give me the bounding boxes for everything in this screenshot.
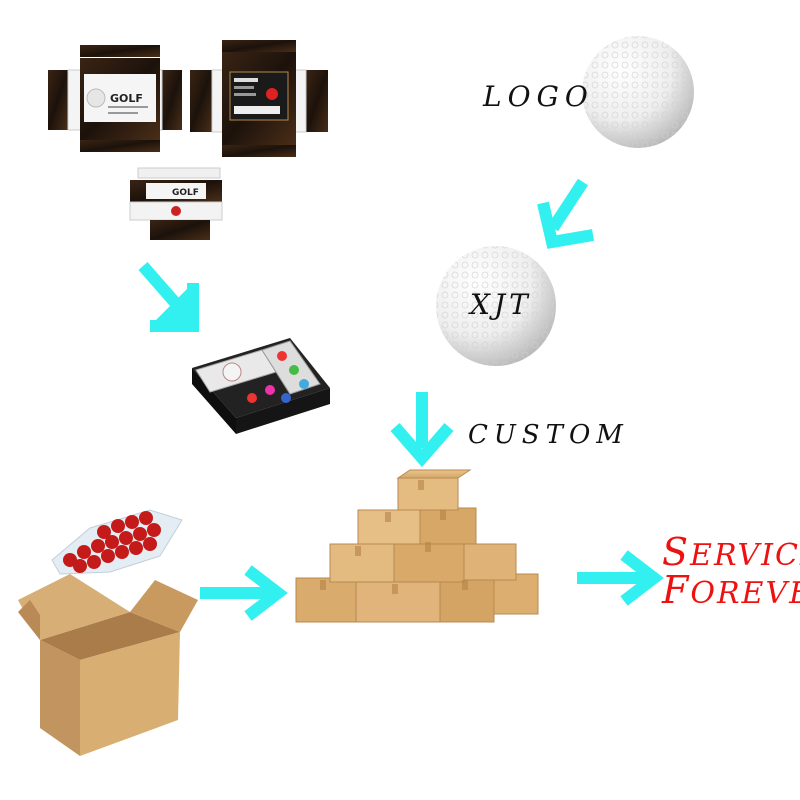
forever-label: FOREVER [662,568,800,612]
packaging-box-icon [192,338,330,434]
arrow-icon [537,178,595,249]
cardboard-box-icon [18,574,198,756]
ball-bag-icon [51,509,183,575]
arrow-icon [200,565,288,621]
arrow-icon [577,550,664,606]
box-template-icon: GOLF GOLF [48,40,328,240]
service-label: SERVICE [662,530,800,574]
ball-imprint-label: XJT [470,288,532,321]
custom-label: CUSTOM [468,420,629,450]
arrow-icon [390,392,454,468]
arrow-icon [138,262,199,332]
box-brand-text: GOLF [110,92,143,105]
cardboard-box-icon [295,469,539,623]
box-brand-text-small: GOLF [172,188,199,198]
logo-label: LOGO [483,80,594,113]
